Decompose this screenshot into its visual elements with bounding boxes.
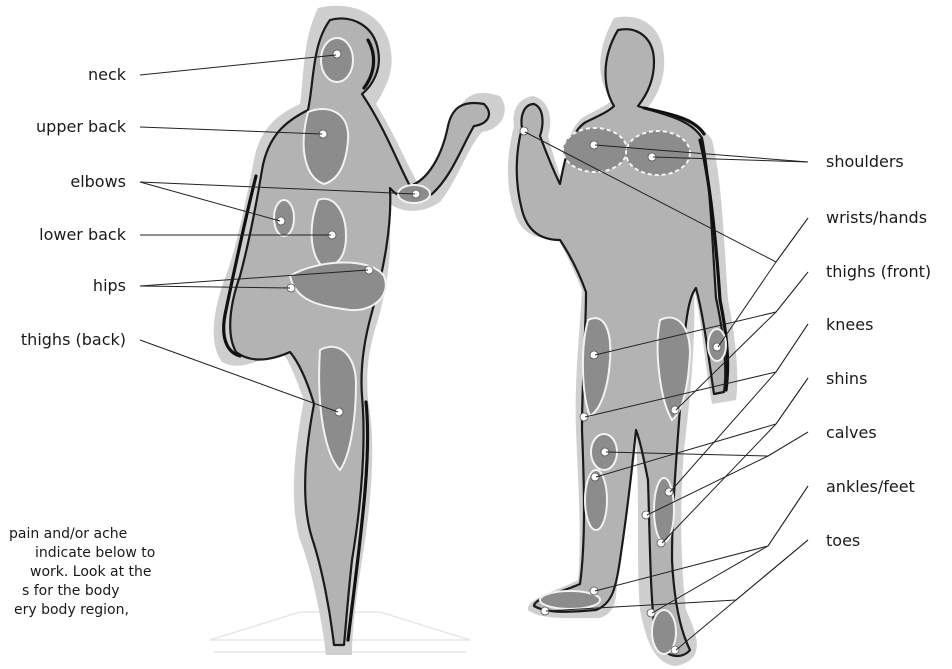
- instruction-line: work. Look at the: [0, 563, 160, 582]
- dot-wrist-left: [520, 127, 528, 135]
- label-knees: knees: [826, 315, 873, 334]
- dot-thigh-front-right: [671, 406, 679, 414]
- label-elbows: elbows: [70, 172, 126, 191]
- label-shins: shins: [826, 369, 867, 388]
- instruction-line: s for the body: [0, 582, 160, 601]
- dot-ankle-right: [647, 609, 655, 617]
- dot-thigh-back: [335, 408, 343, 416]
- label-thighs-back: thighs (back): [21, 330, 126, 349]
- label-lower-back: lower back: [39, 225, 127, 244]
- front-figure: [508, 17, 737, 666]
- right-labels: shoulders wrists/hands thighs (front) kn…: [826, 152, 931, 550]
- zone-shoulder-right: [626, 131, 690, 175]
- dot-shin-right: [657, 539, 665, 547]
- label-shoulders: shoulders: [826, 152, 904, 171]
- instruction-text: pain and/or ache indicate below to work.…: [0, 525, 160, 620]
- label-neck: neck: [88, 65, 127, 84]
- label-hips: hips: [93, 276, 126, 295]
- instruction-line: indicate below to: [0, 544, 160, 563]
- label-upper-back: upper back: [36, 117, 127, 136]
- instruction-line: ery body region,: [0, 601, 160, 620]
- dot-calf-right-lower: [642, 511, 650, 519]
- dot-neck: [333, 50, 341, 58]
- dot-calf-right: [665, 488, 673, 496]
- label-toes: toes: [826, 531, 860, 550]
- label-thighs-front: thighs (front): [826, 262, 931, 281]
- dot-shin-left: [591, 473, 599, 481]
- zone-neck: [321, 38, 353, 82]
- zone-shoulder-left: [563, 128, 627, 172]
- label-ankles-feet: ankles/feet: [826, 477, 915, 496]
- left-labels: neck upper back elbows lower back hips t…: [21, 65, 127, 349]
- back-figure: [214, 6, 505, 655]
- label-calves: calves: [826, 423, 877, 442]
- dot-toes-right: [671, 646, 679, 654]
- label-wrists-hands: wrists/hands: [826, 208, 927, 227]
- instruction-line: pain and/or ache: [0, 525, 160, 544]
